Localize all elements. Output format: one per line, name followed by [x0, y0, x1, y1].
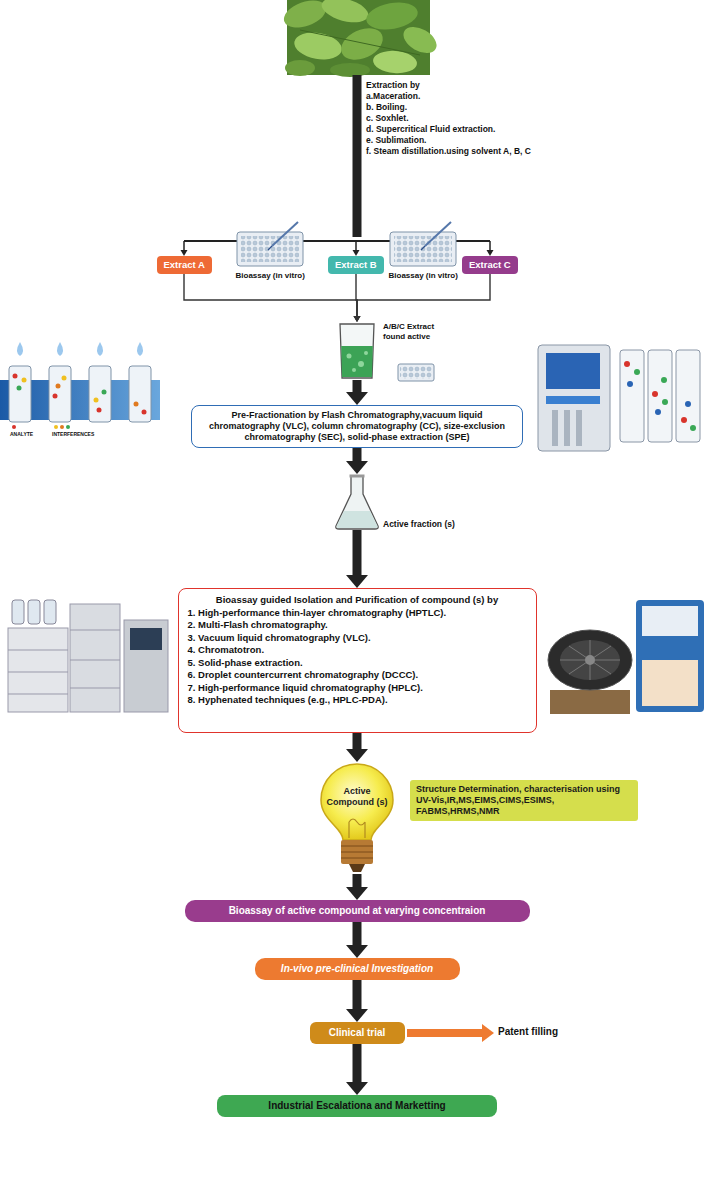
node-text: Pre-Fractionation by Flash Chromatograph… — [200, 410, 514, 443]
hplc-system — [8, 600, 168, 712]
node-text: Extract C — [469, 259, 511, 271]
node-text: 3. Vacuum liquid chromatography (VLC). — [188, 632, 527, 645]
method-text: b. Boiling. — [366, 102, 407, 112]
patent-arrow — [407, 1024, 494, 1042]
node-text: Active fraction (s) — [383, 519, 455, 530]
flow-arrow — [346, 530, 368, 588]
extract-box: Extract A — [157, 256, 212, 274]
spe-cartridges — [0, 342, 160, 429]
node-text: 7. High-performance liquid chromatograph… — [188, 682, 527, 695]
node-text: 5. Solid-phase extraction. — [188, 657, 527, 670]
arrow-shaft — [184, 274, 357, 317]
key-label: ANALYTE — [10, 431, 33, 437]
method-text: Extraction by — [366, 80, 420, 90]
node-text: 1. High-performance thin-layer chromatog… — [188, 607, 527, 620]
flow-arrow — [354, 274, 491, 322]
node-text: Structure Determination, characterisatio… — [416, 784, 632, 817]
flash-system — [538, 345, 700, 451]
method-text: f. Steam distillation.using solvent A, B… — [366, 146, 531, 156]
well-plate — [398, 364, 434, 381]
stage-box: In-vivo pre-clinical Investigation — [255, 958, 460, 980]
node-text: 2. Multi-Flash chromatography. — [188, 619, 527, 632]
arrow-head — [354, 316, 361, 322]
node-text: 6. Droplet countercurrent chromatography… — [188, 669, 527, 682]
node-text: Extract A — [164, 259, 205, 271]
bioassay-label: Bioassay (in vitro) — [389, 271, 458, 280]
bulb-icon — [315, 762, 399, 874]
method-text: e. Sublimation. — [366, 135, 426, 145]
well-plate — [237, 222, 303, 266]
arrow-shaft — [353, 448, 362, 462]
arrow-head — [346, 575, 368, 588]
stage-box: Clinical trial — [310, 1022, 405, 1044]
arrow-shaft — [353, 530, 362, 576]
node-text: Industrial Escalationa and Marketting — [227, 1100, 487, 1112]
arrow-head — [346, 1009, 368, 1022]
key-label: INTERFERENCES — [52, 431, 94, 437]
plant-photo — [280, 0, 441, 77]
method-text: a.Maceration. — [366, 91, 420, 101]
arrow-head — [346, 392, 368, 405]
chromatotron — [548, 630, 632, 714]
arrow-shaft — [353, 922, 362, 946]
flask-node: Active fraction (s) — [334, 474, 455, 530]
arrow-shaft — [353, 980, 362, 1010]
arrow-shaft — [353, 380, 362, 393]
arrow-shaft — [357, 274, 490, 317]
arrow-shaft — [353, 874, 362, 888]
flask-icon — [334, 474, 380, 530]
node-text: Bioassay of active compound at varying c… — [195, 905, 520, 917]
flow-arrow — [346, 380, 368, 405]
node-text: Clinical trial — [320, 1027, 395, 1039]
extract-box: Extract B — [328, 256, 384, 274]
node-text: 4. Chromatotron. — [188, 644, 527, 657]
arrow-shaft — [353, 1044, 362, 1083]
flow-arrow — [346, 1044, 368, 1095]
flow-arrow — [346, 448, 368, 474]
arrow-head — [346, 945, 368, 958]
node-text: 8. Hyphenated techniques (e.g., HPLC-PDA… — [188, 694, 527, 707]
arrow-head — [346, 887, 368, 900]
extract-box: Extract C — [462, 256, 518, 274]
outcome-label: Patent filling — [498, 1026, 558, 1037]
flow-arrow — [346, 874, 368, 900]
bulb-node: Active Compound (s) — [315, 762, 399, 874]
beaker-node: A/B/C Extract found active — [337, 322, 449, 380]
beaker-icon — [337, 322, 377, 380]
node-text: Bioassay guided Isolation and Purificati… — [188, 594, 527, 607]
node-text: Extract B — [335, 259, 377, 271]
flow-arrow — [184, 274, 361, 322]
stage-box: Industrial Escalationa and Marketting — [217, 1095, 497, 1117]
flow-arrow — [346, 980, 368, 1022]
bioassay-label: Bioassay (in vitro) — [236, 271, 305, 280]
arrow-head — [346, 461, 368, 474]
stage-box: Bioassay of active compound at varying c… — [185, 900, 530, 922]
arrow-head — [346, 1082, 368, 1095]
method-box: Structure Determination, characterisatio… — [410, 780, 638, 821]
arrow-head — [346, 749, 368, 762]
dccc-instrument — [636, 600, 704, 712]
arrow-shaft — [353, 733, 362, 750]
process-box: Bioassay guided Isolation and Purificati… — [178, 588, 537, 733]
split-arrow — [181, 75, 494, 256]
node-text: A/B/C Extract found active — [383, 322, 449, 342]
arrow-head — [354, 316, 361, 322]
flow-arrow — [346, 733, 368, 762]
flow-arrow — [346, 922, 368, 958]
process-box: Pre-Fractionation by Flash Chromatograph… — [191, 405, 523, 448]
node-text: Active Compound (s) — [324, 786, 390, 808]
method-text: d. Supercritical Fluid extraction. — [366, 124, 495, 134]
well-plate — [390, 222, 456, 266]
method-text: c. Soxhlet. — [366, 113, 409, 123]
node-text: In-vivo pre-clinical Investigation — [265, 963, 450, 975]
arrow-head — [354, 316, 361, 322]
